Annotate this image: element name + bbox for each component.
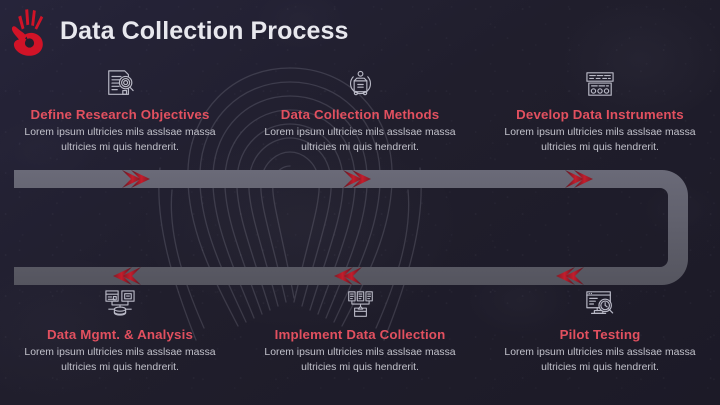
step-define-research-objectives[interactable]: Define Research Objectives Lorem ipsum u…: [0, 66, 240, 156]
document-magnifier-icon: [100, 66, 140, 102]
step-title: Pilot Testing: [559, 327, 641, 342]
chevron-left-icon: [122, 267, 141, 285]
steps-row-top: Define Research Objectives Lorem ipsum u…: [0, 66, 720, 156]
step-description: Lorem ipsum ultricies mils asslsae massa…: [24, 127, 216, 153]
chevron-right-icon: [131, 170, 150, 188]
step-description: Lorem ipsum ultricies mils asslsae massa…: [504, 347, 696, 373]
steps-row-bottom: Data Mgmt. & Analysis Lorem ipsum ultric…: [0, 286, 720, 376]
chevron-left-icon: [556, 267, 575, 285]
flow-band-path: [14, 170, 688, 285]
top-chevrons: [122, 170, 593, 188]
slide-header: Data Collection Process: [0, 0, 349, 62]
step-title: Data Mgmt. & Analysis: [46, 327, 193, 342]
step-data-collection-methods[interactable]: Data Collection Methods Lorem ipsum ultr…: [240, 66, 480, 156]
step-pilot-testing[interactable]: Pilot Testing Lorem ipsum ultricies mils…: [480, 286, 720, 376]
bottom-chevrons: [113, 267, 584, 285]
step-description: Lorem ipsum ultricies mils asslsae massa…: [264, 347, 456, 373]
chevron-left-icon: [565, 267, 584, 285]
step-title: Define Research Objectives: [30, 107, 210, 122]
step-description: Lorem ipsum ultricies mils asslsae massa…: [264, 127, 456, 153]
circular-data-folder-icon: [340, 66, 380, 102]
chevron-right-icon: [574, 170, 593, 188]
step-data-mgmt-analysis[interactable]: Data Mgmt. & Analysis Lorem ipsum ultric…: [0, 286, 240, 376]
chevron-left-icon: [113, 267, 132, 285]
chevron-right-icon: [565, 170, 584, 188]
red-handprint-logo: [11, 9, 44, 56]
chevron-right-icon: [352, 170, 371, 188]
step-title: Data Collection Methods: [280, 107, 440, 122]
step-description: Lorem ipsum ultricies mils asslsae massa…: [504, 127, 696, 153]
step-title: Implement Data Collection: [274, 327, 446, 342]
chevron-right-icon: [122, 170, 141, 188]
step-implement-data-collection[interactable]: Implement Data Collection Lorem ipsum ul…: [240, 286, 480, 376]
step-description: Lorem ipsum ultricies mils asslsae massa…: [24, 347, 216, 373]
page-title: Data Collection Process: [60, 16, 349, 45]
step-develop-data-instruments[interactable]: Develop Data Instruments Lorem ipsum ult…: [480, 66, 720, 156]
chevron-left-icon: [334, 267, 353, 285]
step-title: Develop Data Instruments: [516, 107, 684, 122]
database-network-icon: [100, 286, 140, 322]
chevron-right-icon: [343, 170, 362, 188]
server-rack-icon: [580, 66, 620, 102]
monitor-magnifier-icon: [580, 286, 620, 322]
hierarchy-collection-icon: [340, 286, 380, 322]
chevron-left-icon: [343, 267, 362, 285]
